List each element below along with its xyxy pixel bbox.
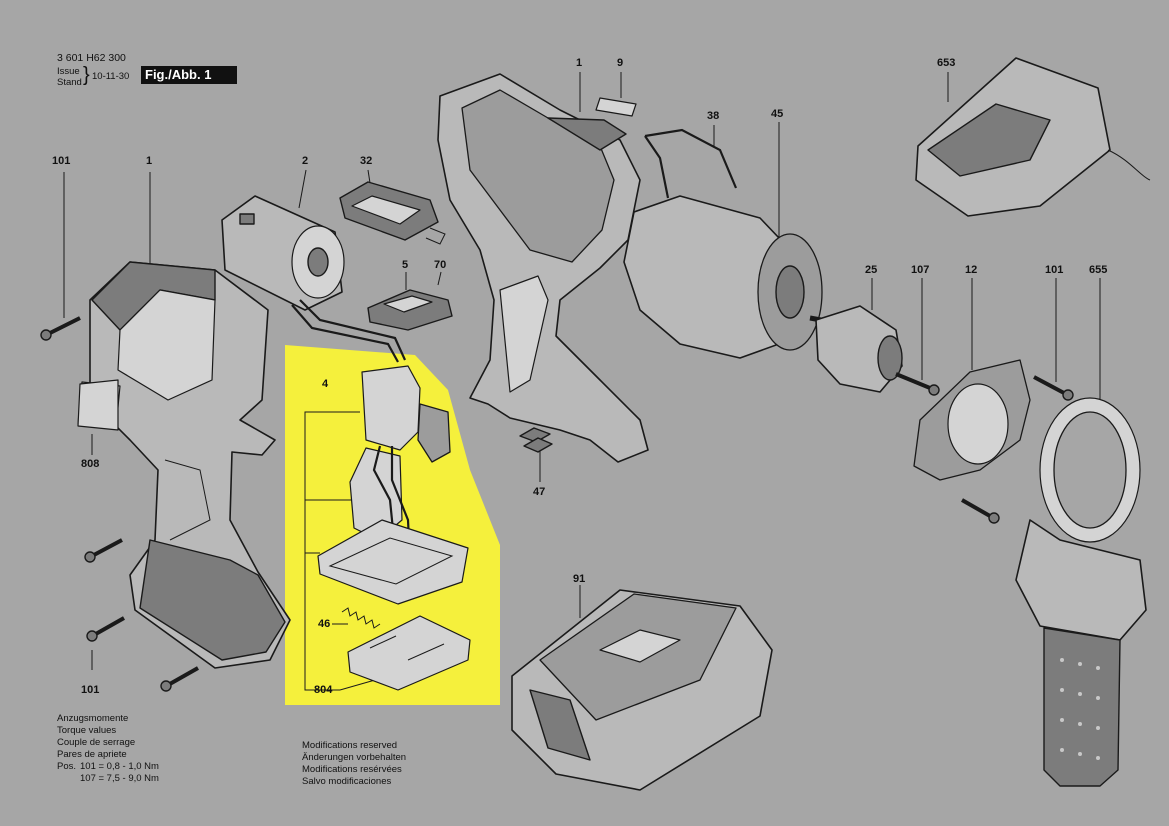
callout-5: 5 xyxy=(402,259,409,271)
modifications-line-fr: Modifications resérvées xyxy=(302,764,402,775)
screw-101-left-bottom xyxy=(160,666,199,692)
modifications-line-en: Modifications reserved xyxy=(302,740,398,751)
callout-9: 9 xyxy=(617,57,624,69)
housing-right-shape xyxy=(437,73,649,463)
issue-date: 10-11-30 xyxy=(92,71,130,82)
bracket-12 xyxy=(913,359,1031,481)
part-38-shape xyxy=(644,128,738,199)
callout-70: 70 xyxy=(434,259,447,271)
chuck-25 xyxy=(815,305,903,393)
switch-module-4 xyxy=(317,365,469,605)
callout-1-left: 1 xyxy=(146,155,153,167)
screw-101-left-mid xyxy=(84,538,123,563)
torque-line-fr: Couple de serrage xyxy=(57,737,136,748)
callout-655: 655 xyxy=(1089,264,1108,276)
screw-101-right-top xyxy=(1033,375,1074,401)
callout-38: 38 xyxy=(707,110,720,122)
callout-804: 804 xyxy=(314,684,333,696)
callout-4: 4 xyxy=(322,378,329,390)
screw-101-left-low xyxy=(86,616,125,642)
screw-101-right-low xyxy=(961,498,1000,524)
callout-12: 12 xyxy=(965,264,978,276)
torque-row-107: 107 = 7,5 - 9,0 Nm xyxy=(80,773,159,784)
torque-line-en: Torque values xyxy=(57,725,117,736)
housing-left-shape xyxy=(77,261,291,669)
charger-653 xyxy=(915,57,1151,217)
issue-label: Issue xyxy=(57,66,80,77)
gearbox-45 xyxy=(623,195,833,359)
callout-107: 107 xyxy=(911,264,930,276)
part-808-shape xyxy=(77,379,119,431)
callout-101-left: 101 xyxy=(52,155,71,167)
screw-101-left-top xyxy=(40,316,81,341)
part-9-shape xyxy=(595,97,637,117)
spring-46 xyxy=(341,607,381,629)
callout-32: 32 xyxy=(360,155,373,167)
part-32-shape xyxy=(339,181,439,241)
callout-47: 47 xyxy=(533,486,546,498)
aux-handle-655 xyxy=(1015,397,1147,787)
callout-46: 46 xyxy=(318,618,331,630)
modifications-line-es: Salvo modificaciones xyxy=(302,776,392,787)
part-5-shape xyxy=(367,289,453,331)
callout-45: 45 xyxy=(771,108,784,120)
figure-label: Fig./Abb. 1 xyxy=(141,66,237,84)
torque-line-es: Pares de apriete xyxy=(57,749,127,760)
torque-line-de: Anzugsmomente xyxy=(57,713,129,724)
torque-row-101: 101 = 0,8 - 1,0 Nm xyxy=(80,761,159,772)
leader-lines xyxy=(63,72,1101,691)
callout-101-bottom: 101 xyxy=(81,684,100,696)
callout-25: 25 xyxy=(865,264,878,276)
callout-808: 808 xyxy=(81,458,100,470)
issue-brace: } xyxy=(83,64,90,86)
callout-1-right: 1 xyxy=(576,57,583,69)
battery-91 xyxy=(511,589,773,791)
part-47-shape xyxy=(519,427,553,453)
stand-label: Stand xyxy=(57,77,82,88)
motor-shape xyxy=(221,195,407,363)
modifications-line-de: Änderungen vorbehalten xyxy=(302,752,407,763)
part-804-shape xyxy=(347,615,471,691)
callout-653: 653 xyxy=(937,57,956,69)
callout-91: 91 xyxy=(573,573,586,585)
part-70-clip xyxy=(425,227,446,245)
callout-101-right: 101 xyxy=(1045,264,1064,276)
part-number: 3 601 H62 300 xyxy=(57,52,126,64)
callout-2: 2 xyxy=(302,155,309,167)
torque-pos-label: Pos. xyxy=(57,761,77,772)
screw-107 xyxy=(895,372,940,396)
